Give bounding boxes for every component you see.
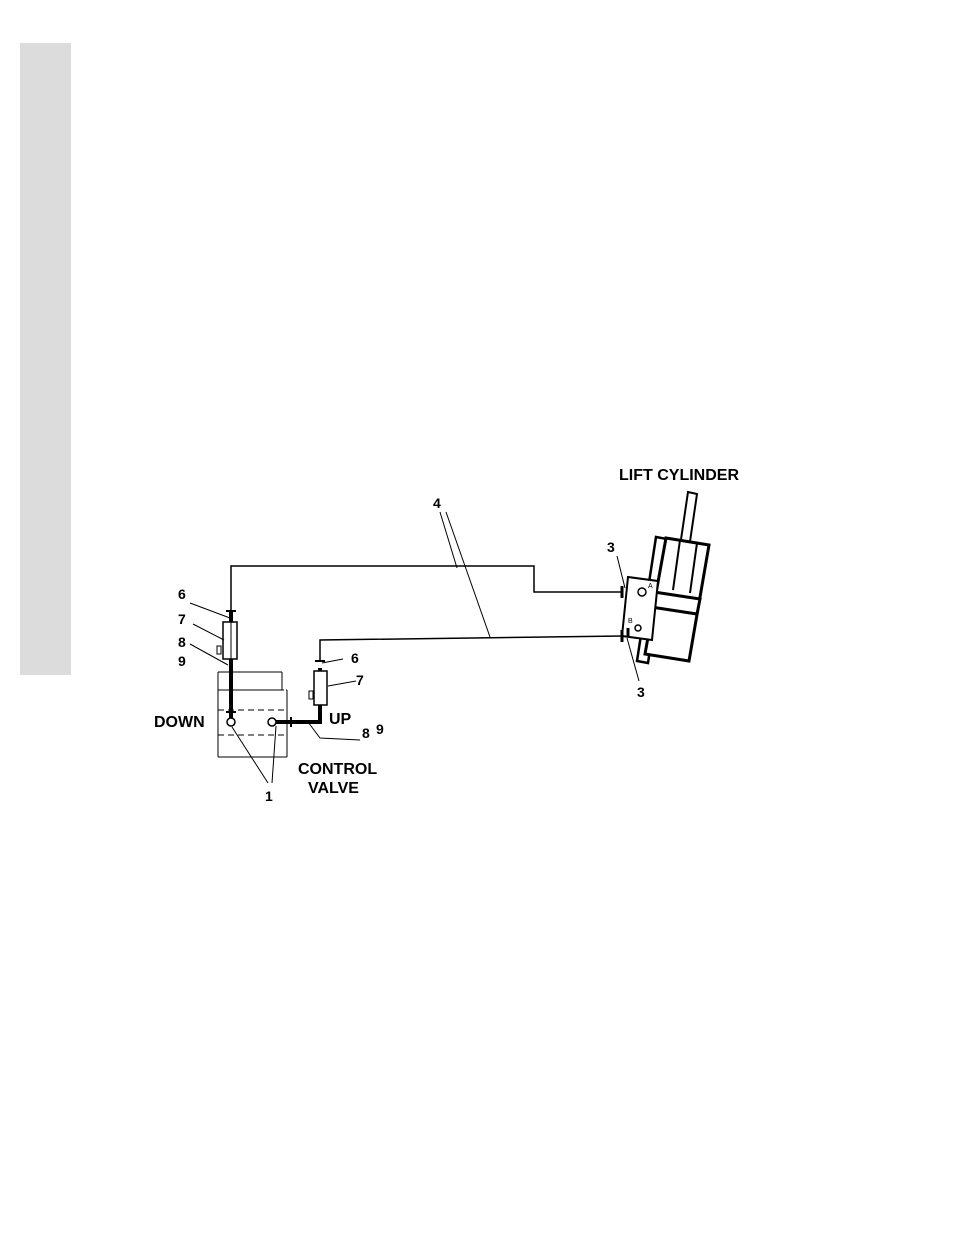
- leader-lines: [190, 512, 639, 783]
- port-b-letter: B: [628, 618, 633, 625]
- callout-6-left: 6: [178, 586, 186, 602]
- up-label: UP: [329, 711, 352, 728]
- callout-3-top: 3: [607, 539, 615, 555]
- lift-cylinder: [622, 492, 709, 663]
- down-label: DOWN: [154, 714, 205, 731]
- valve-port-down: [227, 718, 235, 726]
- hydraulic-lines: [226, 566, 628, 727]
- callout-8-left: 8: [178, 634, 186, 650]
- hose-clamp-right: [309, 691, 313, 699]
- callout-8-right: 8: [362, 725, 370, 741]
- valve-port-up: [268, 718, 276, 726]
- control-valve: [218, 672, 287, 757]
- hose-up-line: [320, 636, 622, 660]
- callout-9-right: 9: [376, 721, 384, 737]
- port-a-letter: A: [648, 583, 653, 590]
- hose-down-line: [231, 566, 622, 611]
- callout-7-left: 7: [178, 611, 186, 627]
- hose-sleeve-right: [314, 671, 327, 705]
- control-valve-label-line2: VALVE: [308, 780, 359, 797]
- callout-9-left: 9: [178, 653, 186, 669]
- cylinder-port-a: [638, 588, 646, 596]
- hose-sleeve-left: [223, 622, 237, 659]
- control-valve-label-line1: CONTROL: [298, 761, 377, 778]
- callout-4: 4: [433, 495, 441, 511]
- cylinder-port-b: [635, 625, 641, 631]
- callout-1: 1: [265, 788, 273, 804]
- hose-clamp-left: [217, 646, 221, 654]
- callout-7-right: 7: [356, 672, 364, 688]
- lift-cylinder-label: LIFT CYLINDER: [619, 467, 739, 484]
- callout-3-bottom: 3: [637, 684, 645, 700]
- callout-6-right: 6: [351, 650, 359, 666]
